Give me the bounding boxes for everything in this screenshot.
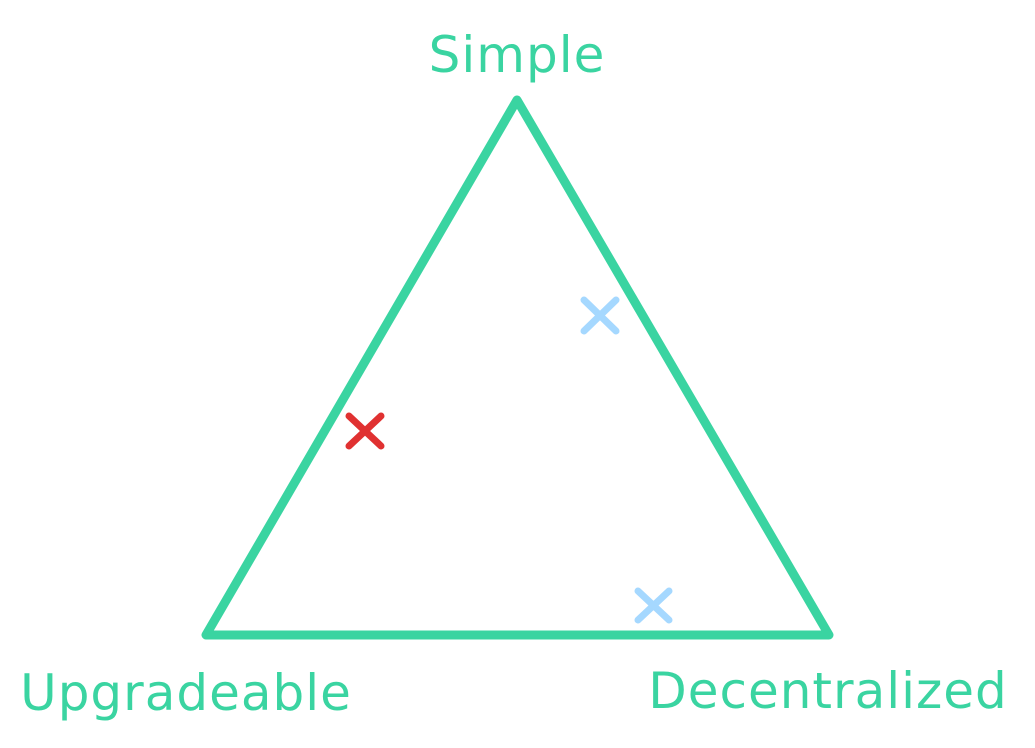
trilemma-triangle bbox=[201, 95, 834, 640]
label-decentralized: Decentralized bbox=[648, 662, 1008, 720]
blue-x-marker-upper bbox=[580, 296, 620, 335]
label-upgradeable: Upgradeable bbox=[20, 664, 352, 722]
red-x-marker bbox=[345, 412, 385, 450]
label-simple: Simple bbox=[429, 26, 606, 84]
blue-x-marker-lower bbox=[634, 587, 673, 624]
